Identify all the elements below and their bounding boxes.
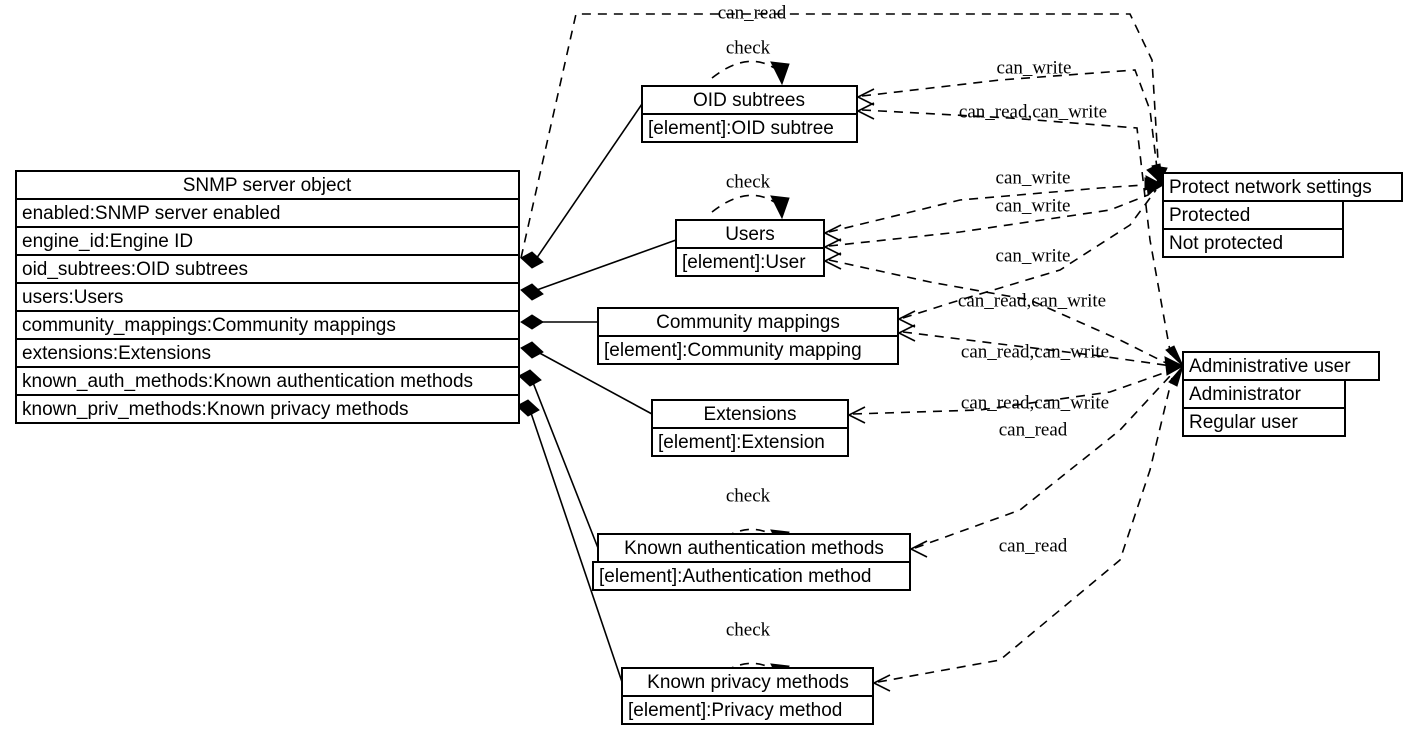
attr-community-mappings: community_mappings:Community mappings [22, 315, 396, 336]
edge-label-can-read-can-write-community: can_read,can_write [961, 341, 1109, 362]
edge-label-can-write-users-1: can_write [996, 167, 1071, 188]
class-users[interactable]: Users [element]:User [675, 219, 825, 277]
edge-can-write-users-1 [823, 177, 1165, 242]
edge-label-can-read-can-write-extensions: can_read,can_write [961, 392, 1109, 413]
enum-protect-network-settings[interactable]: Protect network settings Protected Not p… [1162, 172, 1403, 258]
enum-administrative-user[interactable]: Administrative user Administrator Regula… [1182, 351, 1380, 437]
enum-value-regular-user: Regular user [1189, 412, 1298, 433]
class-known-authentication-methods[interactable]: Known authentication methods [element]:A… [592, 533, 911, 591]
attr-known-auth-methods: known_auth_methods:Known authentication … [22, 371, 473, 392]
class-oid-subtrees[interactable]: OID subtrees [element]:OID subtree [641, 85, 858, 143]
attr-users: users:Users [22, 287, 123, 308]
class-attr-extension: [element]:Extension [658, 432, 825, 453]
class-community-mappings[interactable]: Community mappings [element]:Community m… [597, 307, 899, 365]
class-title-users: Users [725, 224, 775, 245]
edge-label-check-priv: check [726, 619, 771, 640]
class-attr-privacy-method: [element]:Privacy method [628, 700, 842, 721]
class-title-known-priv-methods: Known privacy methods [647, 672, 849, 693]
edge-check-users [711, 194, 790, 220]
edge-composition-community-mappings [520, 314, 598, 330]
class-attr-community-mapping: [element]:Community mapping [604, 340, 862, 361]
edge-label-can-read-top: can_read [718, 2, 787, 23]
enum-title-administrative-user: Administrative user [1189, 356, 1351, 377]
class-attr-authentication-method: [element]:Authentication method [599, 566, 872, 587]
edge-composition-extensions [520, 341, 653, 415]
attr-enabled: enabled:SNMP server enabled [22, 203, 280, 224]
edge-label-can-read-auth: can_read [999, 535, 1068, 556]
enum-value-administrator: Administrator [1189, 384, 1302, 405]
edge-can-write-oid [856, 69, 1159, 178]
attr-extensions: extensions:Extensions [22, 343, 211, 364]
class-extensions[interactable]: Extensions [element]:Extension [651, 399, 849, 457]
edge-label-check-oid: check [726, 37, 771, 58]
edge-composition-known-auth [518, 369, 599, 549]
edge-label-can-write-community: can_write [996, 245, 1071, 266]
edge-label-can-write-oid: can_write [997, 57, 1072, 78]
class-title-community-mappings: Community mappings [656, 312, 840, 333]
edge-check-oid [711, 60, 790, 86]
edge-can-write-users-2 [823, 185, 1159, 256]
arrowhead-cluster-admin-user [1164, 345, 1185, 387]
edge-composition-known-priv [516, 399, 623, 683]
edge-can-read-can-write-oid [856, 102, 1173, 363]
class-title-known-auth-methods: Known authentication methods [624, 538, 884, 559]
attr-engine-id: engine_id:Engine ID [22, 231, 193, 252]
class-snmp-server-object[interactable]: SNMP server object enabled:SNMP server e… [15, 170, 520, 424]
edge-label-check-auth: check [726, 485, 771, 506]
edge-label-can-write-users-2: can_write [996, 195, 1071, 216]
enum-title-protect-network-settings: Protect network settings [1169, 177, 1372, 198]
enum-value-not-protected: Not protected [1169, 233, 1283, 254]
arrowhead-cluster-protect [1145, 163, 1165, 195]
class-attr-user: [element]:User [682, 252, 806, 273]
enum-value-protected: Protected [1169, 205, 1250, 226]
class-attr-oid-subtree: [element]:OID subtree [648, 118, 834, 139]
class-known-privacy-methods[interactable]: Known privacy methods [element]:Privacy … [621, 667, 874, 725]
class-title-oid-subtrees: OID subtrees [693, 90, 805, 111]
edge-label-check-users: check [726, 171, 771, 192]
edge-label-can-read-can-write-users: can_read,can_write [958, 290, 1106, 311]
attr-oid-subtrees: oid_subtrees:OID subtrees [22, 259, 248, 280]
attr-known-priv-methods: known_priv_methods:Known privacy methods [22, 399, 409, 420]
edge-label-can-read-can-write-oid: can_read,can_write [959, 101, 1107, 122]
class-title-extensions: Extensions [704, 404, 797, 425]
edge-composition-users [520, 239, 677, 301]
edge-label-can-read-extensions: can_read [999, 419, 1068, 440]
class-title-snmp-server: SNMP server object [183, 175, 352, 196]
edge-composition-oid-subtrees [520, 103, 643, 269]
